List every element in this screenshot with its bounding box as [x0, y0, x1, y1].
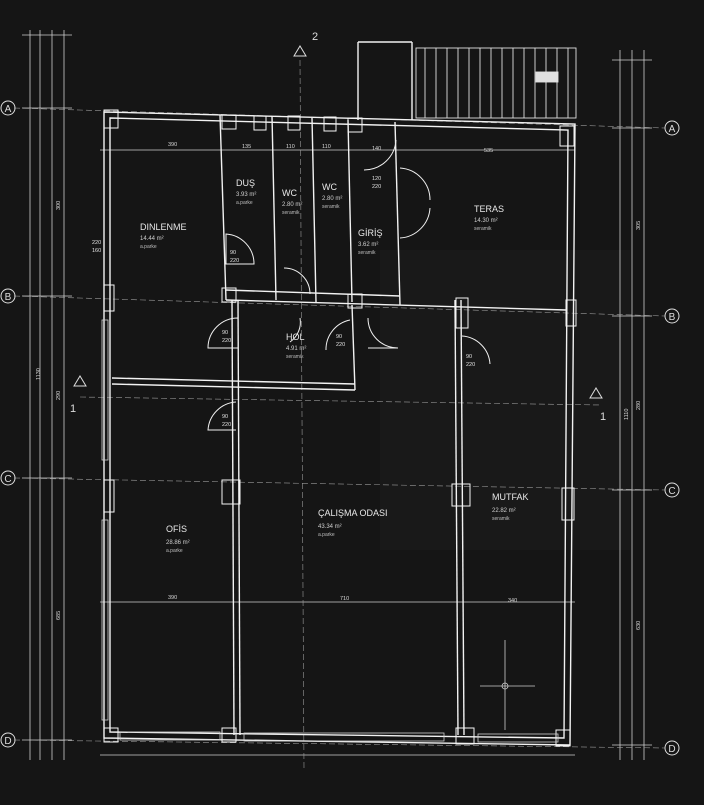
- door-label-mutfak-height: 220: [466, 362, 475, 368]
- room-name-mutfak: MUTFAK: [492, 492, 529, 502]
- room-name-giris: GİRİŞ: [358, 228, 383, 238]
- section-label-right: 1: [600, 411, 606, 423]
- room-area-giris: 3.62 m²: [358, 242, 378, 248]
- room-floor-calisma-odasi: a.parke: [318, 532, 335, 538]
- dim-wc2-width: 110: [322, 144, 331, 150]
- kitchen-center-mark: [480, 640, 535, 730]
- door-label-mutfak-width: 90: [466, 354, 472, 360]
- axis-label-c-right: C: [668, 486, 675, 497]
- dim-dinlenme-width: 390: [168, 142, 177, 148]
- door-label-ofis-width: 90: [222, 414, 228, 420]
- door-label-dus-width: 90: [230, 250, 236, 256]
- dim-right-2: 280: [636, 401, 642, 410]
- axis-label-c-left: C: [4, 474, 11, 485]
- stair: [415, 47, 577, 119]
- section-label-top: 2: [312, 31, 318, 43]
- door-label-giris-height: 220: [372, 184, 381, 190]
- room-name-hol: HOL: [286, 332, 305, 342]
- dim-left-1: 300: [56, 201, 62, 210]
- dim-teras-width: 535: [484, 148, 493, 154]
- room-floor-dinlenme: a.parke: [140, 244, 157, 250]
- dim-dus-width: 135: [242, 144, 251, 150]
- room-floor-wc-2: seramik: [322, 204, 340, 210]
- room-floor-teras: seramik: [474, 226, 492, 232]
- room-area-wc-2: 2.80 m²: [322, 196, 342, 202]
- axis-label-a-right: A: [669, 124, 676, 135]
- axis-grid-lines: [13, 59, 666, 771]
- room-area-dus: 3.93 m²: [236, 192, 256, 198]
- dim-ofis-width: 390: [168, 595, 177, 601]
- room-name-teras: TERAS: [474, 204, 504, 214]
- dim-left-total: 1130: [36, 368, 42, 380]
- screen-glare: [380, 250, 630, 550]
- axis-label-b-left: B: [5, 292, 12, 303]
- room-floor-hol: seramik: [286, 354, 304, 360]
- dimension-lines: [22, 30, 652, 760]
- dim-wc1-width: 110: [286, 144, 295, 150]
- room-name-dinlenme: DINLENME: [140, 222, 187, 232]
- door-label-dinlenme-width: 90: [222, 330, 228, 336]
- axis-label-d-right: D: [668, 744, 675, 755]
- dim-mutfak-width: 340: [508, 598, 517, 604]
- door-label-giris-width: 120: [372, 176, 381, 182]
- dim-calisma-width: 710: [340, 596, 349, 602]
- dim-left-2: 290: [56, 391, 62, 400]
- room-area-mutfak: 22.82 m²: [492, 508, 516, 514]
- door-label-ofis-height: 220: [222, 422, 231, 428]
- dim-left-3: 685: [56, 611, 62, 620]
- room-floor-ofis: a.parke: [166, 548, 183, 554]
- room-area-wc-1: 2.80 m²: [282, 202, 302, 208]
- room-floor-mutfak: seramik: [492, 516, 510, 522]
- room-name-wc-1: WC: [282, 188, 297, 198]
- section-label-left: 1: [70, 403, 76, 415]
- room-floor-giris: seramik: [358, 250, 376, 256]
- door-label-hol-width: 90: [336, 334, 342, 340]
- room-name-dus: DUŞ: [236, 178, 255, 188]
- structural-columns: [103, 109, 577, 747]
- room-name-calisma-odasi: ÇALIŞMA ODASI: [318, 508, 388, 518]
- dim-right-3: 630: [636, 621, 642, 630]
- windows: [101, 319, 559, 743]
- dim-right-1: 305: [636, 221, 642, 230]
- dim-right-total: 1110: [624, 409, 630, 420]
- door-label-hol-height: 220: [336, 342, 345, 348]
- room-area-calisma-odasi: 43.34 m²: [318, 524, 342, 530]
- room-floor-wc-1: seramik: [282, 210, 300, 216]
- axis-label-b-right: B: [669, 312, 676, 323]
- window-label-height: 160: [92, 248, 101, 254]
- room-name-wc-2: WC: [322, 182, 337, 192]
- room-floor-dus: a.parke: [236, 200, 253, 206]
- section-markers: [73, 45, 603, 399]
- room-area-ofis: 28.86 m²: [166, 540, 190, 546]
- axis-label-a-left: A: [5, 104, 12, 115]
- dim-giris-width: 140: [372, 146, 381, 152]
- room-area-hol: 4.91 m²: [286, 346, 306, 352]
- axis-bubbles: [0, 100, 680, 756]
- window-label-width: 220: [92, 240, 101, 246]
- door-label-dinlenme-height: 220: [222, 338, 231, 344]
- door-label-dus-height: 220: [230, 258, 239, 264]
- room-area-teras: 14.30 m²: [474, 218, 498, 224]
- room-name-ofis: OFİS: [166, 524, 187, 534]
- door-swings: [207, 139, 491, 431]
- axis-label-d-left: D: [4, 736, 11, 747]
- room-area-dinlenme: 14.44 m²: [140, 236, 164, 242]
